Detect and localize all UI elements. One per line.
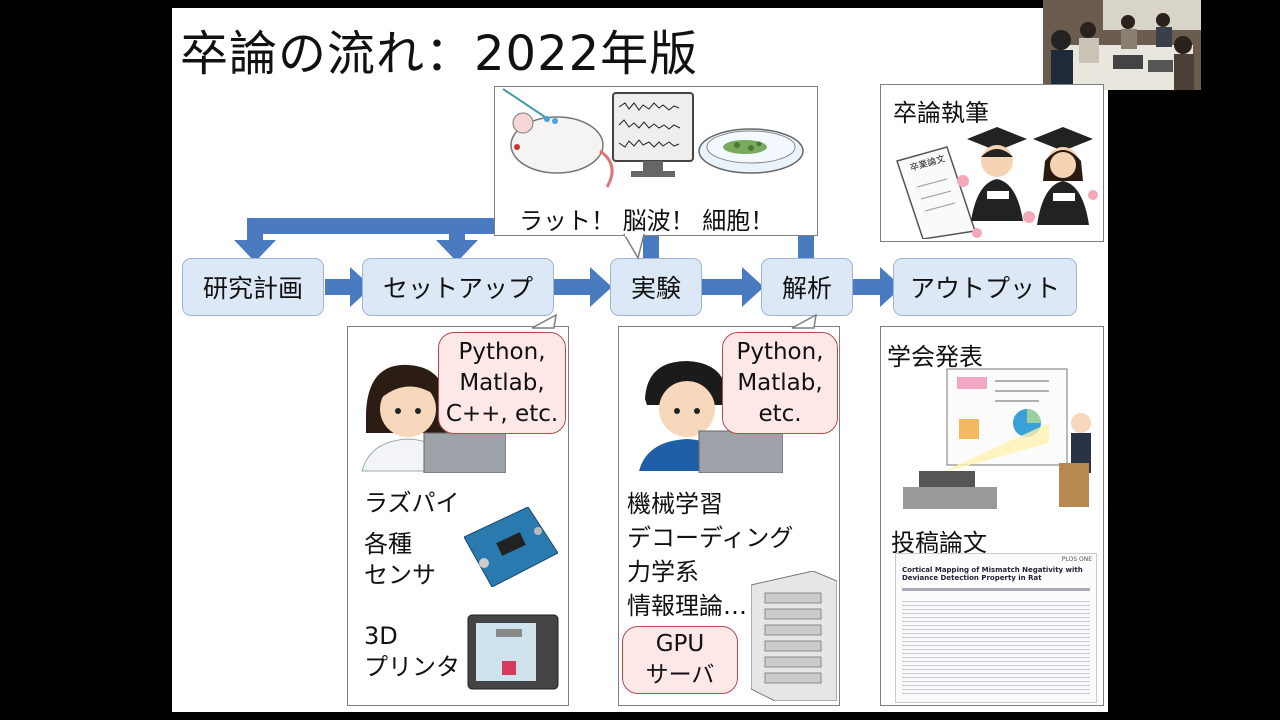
- setup-item-raspberry-pi: ラズパイ: [364, 489, 460, 517]
- engineer-man-illustration: [639, 361, 783, 473]
- setup-item-sensors-line1: 各種: [364, 530, 412, 558]
- analysis-topic-dynamics: 力学系: [627, 558, 699, 586]
- setup-item-3d-printer-line1: 3D: [364, 622, 398, 650]
- setup-language-python: Python,: [458, 338, 546, 365]
- laptop-icon: [698, 430, 783, 473]
- slide-title: 卒論の流れ：2022年版: [180, 26, 699, 82]
- graduation-illustration: 卒業論文: [896, 127, 1098, 239]
- petri-dish-icon: [698, 128, 804, 174]
- gpu-server-icon: [751, 571, 837, 701]
- analysis-language-etc: etc.: [758, 400, 802, 427]
- flow-step-analysis: 解析: [761, 258, 853, 316]
- setup-item-3d-printer-line2: プリンタ: [364, 653, 460, 681]
- setup-panel-pointer: [531, 314, 557, 329]
- experiment-callout: ラット！ 脳波！ 細胞！: [494, 86, 818, 236]
- gpu-label: GPU: [655, 631, 705, 657]
- analysis-topics: 機械学習 デコーディング 力学系 情報理論…: [627, 487, 793, 623]
- paper-title: Cortical Mapping of Mismatch Negativity …: [902, 566, 1083, 582]
- flow-step-output: アウトプット: [893, 258, 1077, 316]
- setup-item-sensors-line2: センサ: [364, 561, 436, 589]
- flow-step-planning: 研究計画: [182, 258, 324, 316]
- podium-icon: [1059, 463, 1089, 507]
- presentation-label: 学会発表: [887, 343, 983, 371]
- server-label: サーバ: [645, 662, 715, 688]
- paper-thumbnail: PLOS ONE Cortical Mapping of Mismatch Ne…: [895, 553, 1097, 703]
- 3d-printer-icon: [467, 614, 559, 690]
- output-panel: 学会発表 投稿論文 PLOS ONE Cortical Mapping of M…: [880, 326, 1104, 706]
- presentation-illustration: [903, 368, 1091, 509]
- setup-item-sensors: 各種 センサ: [364, 529, 436, 591]
- laptop-icon: [423, 432, 506, 473]
- analysis-language-python: Python,: [736, 338, 824, 365]
- thesis-document-icon: 卒業論文: [896, 146, 976, 239]
- analysis-topic-ml: 機械学習: [627, 490, 723, 518]
- setup-languages-bubble: Python, Matlab, C++, etc.: [438, 332, 566, 434]
- flow-step-setup: セットアップ: [362, 258, 554, 316]
- graduate-female-icon: [1033, 127, 1093, 225]
- eeg-monitor-icon: [612, 92, 694, 177]
- setup-item-3d-printer: 3D プリンタ: [364, 621, 460, 683]
- experiment-caption: ラット！ 脳波！ 細胞！: [519, 207, 775, 235]
- graduate-male-icon: [967, 127, 1027, 221]
- arduino-board-icon: [464, 507, 558, 587]
- analysis-panel-pointer: [791, 314, 817, 329]
- experiment-callout-pointer: [623, 234, 645, 260]
- analysis-topic-info-theory: 情報理論…: [627, 592, 747, 620]
- paper-journal: PLOS ONE: [1061, 556, 1092, 563]
- analysis-languages-bubble: Python, Matlab, etc.: [722, 332, 838, 434]
- gpu-server-bubble: GPU サーバ: [622, 626, 738, 694]
- experiment-illustration: [502, 88, 804, 188]
- analysis-language-matlab: Matlab,: [737, 369, 823, 396]
- webcam-thumbnail[interactable]: [1043, 0, 1201, 90]
- flow-step-experiment: 実験: [610, 258, 702, 316]
- setup-language-matlab: Matlab,: [459, 369, 545, 396]
- thesis-callout: 卒論執筆 卒業論文: [880, 84, 1104, 242]
- paper-label: 投稿論文: [891, 529, 987, 557]
- webcam-scene-illustration: [1043, 0, 1201, 90]
- rat-icon: [502, 88, 614, 188]
- thesis-label: 卒論執筆: [893, 99, 989, 127]
- analysis-topic-decoding: デコーディング: [627, 524, 794, 552]
- paper-body-text: [902, 598, 1090, 696]
- engineer-woman-illustration: [361, 364, 506, 473]
- setup-language-cpp: C++, etc.: [445, 400, 559, 427]
